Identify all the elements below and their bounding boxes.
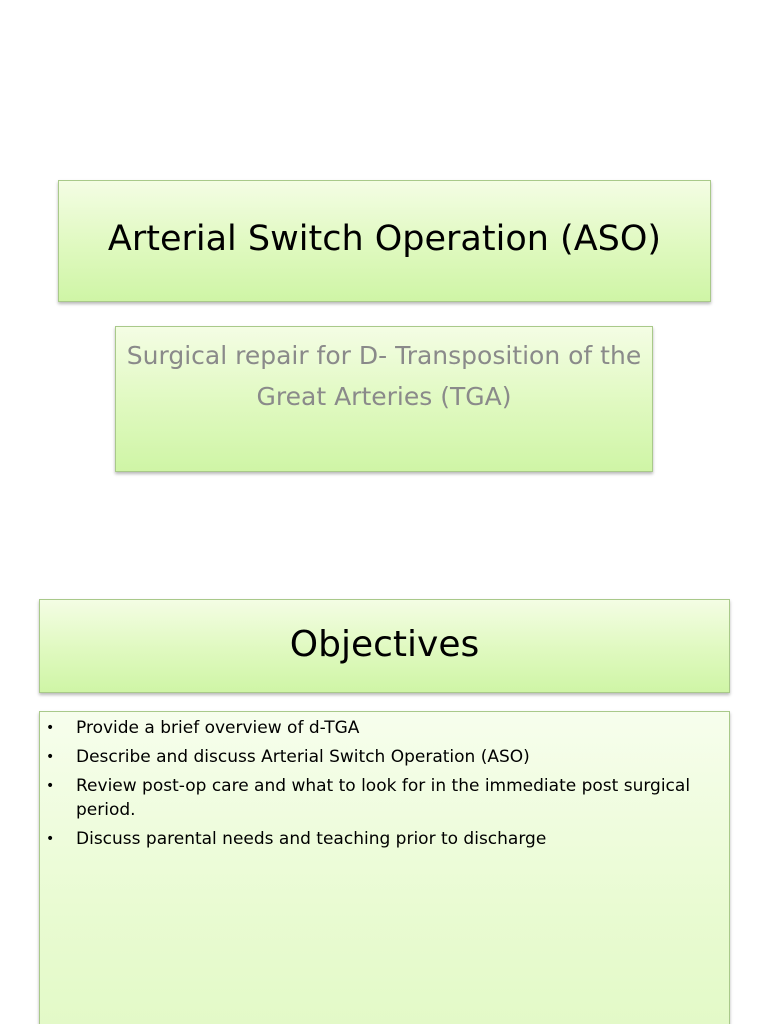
list-item: • Provide a brief overview of d-TGA (46, 716, 709, 740)
list-item: • Review post-op care and what to look f… (46, 774, 709, 822)
bullet-icon: • (46, 831, 55, 847)
bullet-icon: • (46, 778, 55, 794)
slide-subtitle: Surgical repair for D- Transposition of … (126, 341, 642, 411)
bullet-icon: • (46, 749, 55, 765)
bullet-text: Provide a brief overview of d-TGA (76, 718, 360, 738)
bullet-text: Describe and discuss Arterial Switch Ope… (76, 747, 530, 767)
list-item: • Describe and discuss Arterial Switch O… (46, 745, 709, 769)
slide-title: Arterial Switch Operation (ASO) (107, 219, 662, 259)
objectives-list: • Provide a brief overview of d-TGA • De… (40, 712, 729, 851)
objectives-title-box: Objectives (39, 599, 730, 693)
bullet-icon: • (46, 720, 55, 736)
objectives-heading: Objectives (289, 623, 480, 665)
bullet-text: Review post-op care and what to look for… (76, 776, 691, 820)
title-slide-subtitle-box: Surgical repair for D- Transposition of … (115, 326, 653, 472)
list-item: • Discuss parental needs and teaching pr… (46, 827, 709, 851)
objectives-content-box: • Provide a brief overview of d-TGA • De… (39, 711, 730, 1024)
title-slide-title-box: Arterial Switch Operation (ASO) (58, 180, 711, 302)
bullet-text: Discuss parental needs and teaching prio… (76, 829, 547, 849)
